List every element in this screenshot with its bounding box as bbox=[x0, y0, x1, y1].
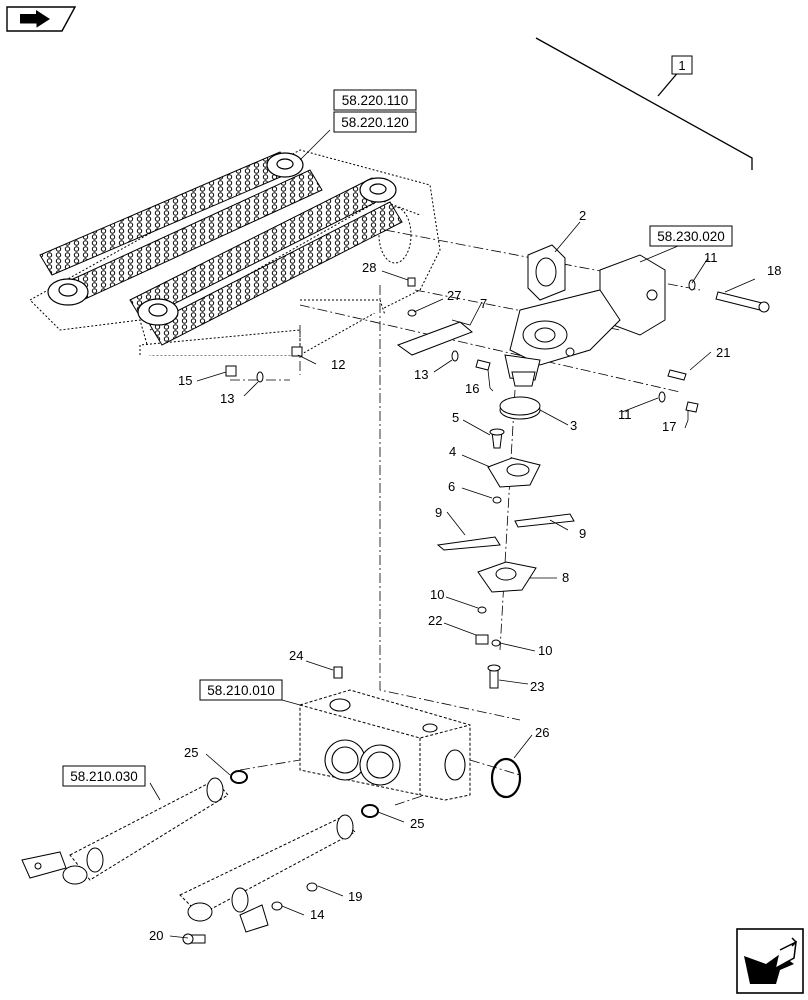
gearbox-housing bbox=[504, 254, 666, 387]
ref-box-label[interactable]: 58.210.030 bbox=[70, 769, 138, 784]
chain-sprockets bbox=[47, 152, 397, 326]
lower-shaft-ends bbox=[21, 777, 354, 945]
callout-17: 17 bbox=[662, 419, 676, 434]
callout-9a: 9 bbox=[435, 505, 442, 520]
callout-24: 24 bbox=[289, 648, 303, 663]
ref-box-58-210-030[interactable]: 58.210.030 bbox=[62, 765, 146, 787]
callout-21: 21 bbox=[716, 345, 730, 360]
callout-2: 2 bbox=[579, 208, 586, 223]
knife-assembly bbox=[436, 396, 575, 689]
callout-10b: 10 bbox=[538, 643, 552, 658]
callout-11b: 11 bbox=[618, 407, 632, 422]
callout-10a: 10 bbox=[430, 587, 444, 602]
callout-11a: 11 bbox=[704, 250, 718, 265]
ref-box-58-210-010[interactable]: 58.210.010 bbox=[199, 679, 283, 701]
ref-box-58-230-020[interactable]: 58.230.020 bbox=[649, 225, 733, 247]
ref-box-58-220-120[interactable]: 58.220.120 bbox=[333, 111, 417, 133]
assembly-label-box bbox=[671, 55, 693, 75]
callout-5: 5 bbox=[452, 410, 459, 425]
next-arrow-icon bbox=[736, 928, 804, 994]
assembly-guide-lines bbox=[230, 229, 701, 806]
callout-28: 28 bbox=[362, 260, 376, 275]
assembly-label: 1 bbox=[678, 58, 685, 73]
callout-8: 8 bbox=[562, 570, 569, 585]
next-button[interactable] bbox=[736, 928, 804, 994]
callout-20: 20 bbox=[149, 928, 163, 943]
callout-23: 23 bbox=[530, 679, 544, 694]
assembly-bracket bbox=[535, 37, 753, 170]
back-button[interactable] bbox=[6, 6, 77, 32]
callout-16: 16 bbox=[465, 381, 479, 396]
gasket bbox=[527, 244, 566, 301]
callout-7: 7 bbox=[480, 296, 487, 311]
callout-6: 6 bbox=[448, 479, 455, 494]
washers-25 bbox=[230, 770, 379, 818]
leader-lines bbox=[149, 129, 756, 939]
ref-box-label[interactable]: 58.220.110 bbox=[342, 93, 409, 108]
chain-strands bbox=[39, 151, 403, 346]
ref-box-label[interactable]: 58.210.010 bbox=[207, 683, 275, 698]
callout-3: 3 bbox=[570, 418, 577, 433]
callout-9b: 9 bbox=[579, 526, 586, 541]
callout-22: 22 bbox=[428, 613, 442, 628]
back-arrow-icon bbox=[6, 6, 77, 32]
bracket bbox=[396, 321, 473, 356]
callout-25a: 25 bbox=[184, 745, 198, 760]
ref-box-58-220-110[interactable]: 58.220.110 bbox=[333, 89, 417, 111]
callout-27: 27 bbox=[447, 288, 461, 303]
hardware-upper bbox=[225, 277, 770, 413]
callout-15: 15 bbox=[178, 373, 192, 388]
callout-13b: 13 bbox=[414, 367, 428, 382]
callout-12: 12 bbox=[331, 357, 345, 372]
callout-25b: 25 bbox=[410, 816, 424, 831]
callout-numbers: 2 3 4 5 6 7 8 9 9 10 10 11 11 12 13 13 1… bbox=[149, 208, 781, 943]
callout-19: 19 bbox=[348, 889, 362, 904]
callout-13a: 13 bbox=[220, 391, 234, 406]
gear-block-gears bbox=[324, 666, 466, 786]
callout-4: 4 bbox=[449, 444, 456, 459]
callout-18: 18 bbox=[767, 263, 781, 278]
callout-26: 26 bbox=[535, 725, 549, 740]
callout-14: 14 bbox=[310, 907, 324, 922]
o-ring bbox=[490, 757, 522, 799]
ref-box-label[interactable]: 58.220.120 bbox=[341, 115, 409, 130]
ref-box-label[interactable]: 58.230.020 bbox=[657, 229, 725, 244]
